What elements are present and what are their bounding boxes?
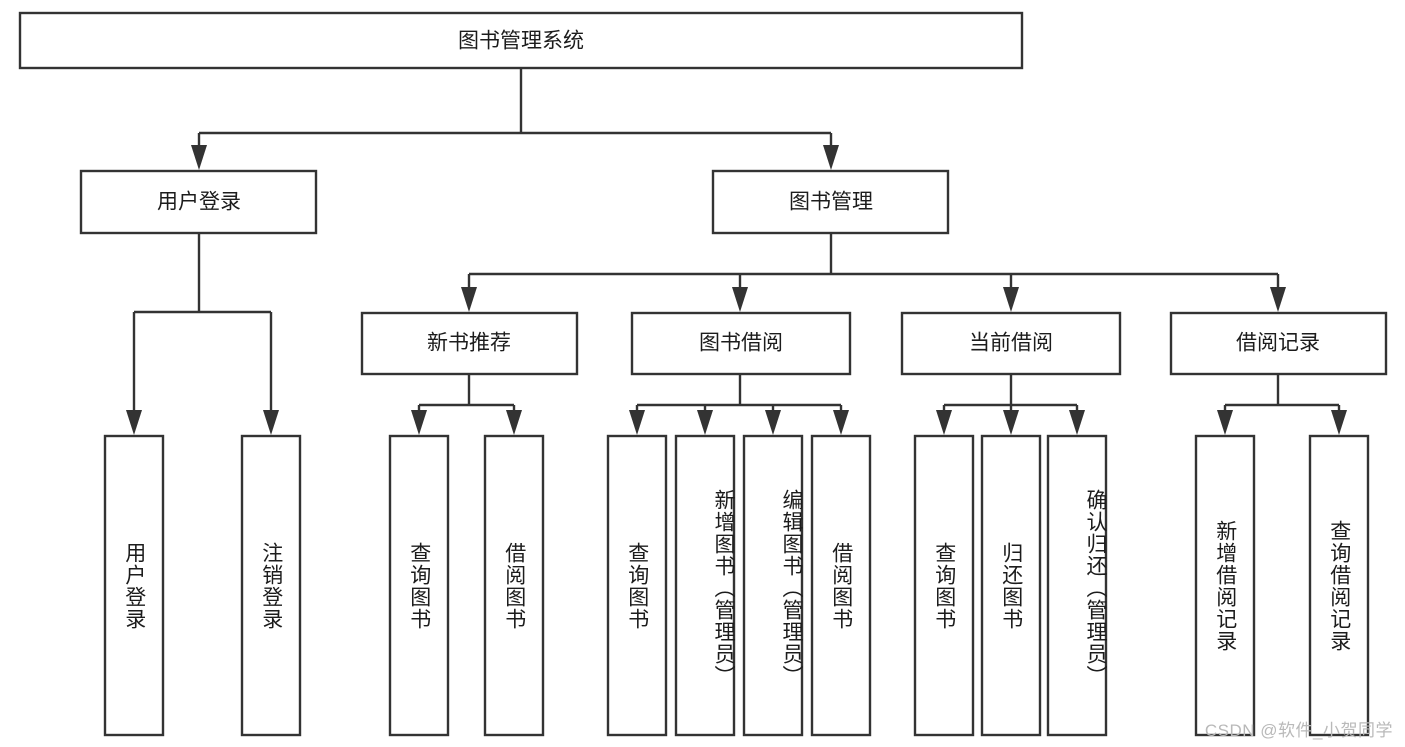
connector-current-borrow-to-leaves	[936, 374, 1085, 435]
connector-book-manage-to-level3	[461, 233, 1286, 312]
arrow-icon-cb-leaf2	[1003, 410, 1019, 435]
arrow-icon-br-leaf1	[1217, 410, 1233, 435]
node-root[interactable]: 图书管理系统	[18, 11, 1024, 70]
node-book-manage[interactable]: 图书管理	[711, 169, 950, 235]
node-borrow-record-label: 借阅记录	[1236, 332, 1320, 355]
node-new-book-recommend-label: 新书推荐	[427, 332, 511, 355]
arrow-icon-leaf-user-login	[126, 410, 142, 435]
arrow-icon-book-borrow	[732, 287, 748, 312]
node-user-login[interactable]: 用户登录	[79, 169, 318, 235]
node-current-borrow-box[interactable]	[900, 311, 1122, 376]
node-new-book-recommend-box[interactable]	[360, 311, 579, 376]
arrow-icon-bb-leaf3	[765, 410, 781, 435]
node-current-borrow-label: 当前借阅	[969, 332, 1053, 355]
arrow-icon-cb-leaf1	[936, 410, 952, 435]
node-user-login-label: 用户登录	[157, 191, 241, 214]
node-root-box[interactable]	[18, 11, 1024, 70]
arrow-icon-nb-leaf2	[506, 410, 522, 435]
node-book-borrow-box[interactable]	[630, 311, 852, 376]
arrow-icon-leaf-logout	[263, 410, 279, 435]
arrow-icon-current-borrow	[1003, 287, 1019, 312]
leaf-box-bb-add-book[interactable]	[674, 434, 736, 737]
node-borrow-record-box[interactable]	[1169, 311, 1388, 376]
leaf-box-bb-borrow-book[interactable]	[810, 434, 872, 737]
arrow-icon-bb-leaf1	[629, 410, 645, 435]
arrow-icon-br-leaf2	[1331, 410, 1347, 435]
connector-new-book-to-leaves	[411, 374, 522, 435]
leaf-box-logout[interactable]	[240, 434, 302, 737]
node-borrow-record[interactable]: 借阅记录	[1169, 311, 1388, 376]
leaf-box-bb-query-book[interactable]	[606, 434, 668, 737]
arrow-icon-borrow-record	[1270, 287, 1286, 312]
leaf-box-cb-query-book[interactable]	[913, 434, 975, 737]
connector-book-borrow-to-leaves	[629, 374, 849, 435]
leaf-box-br-query-record[interactable]	[1308, 434, 1370, 737]
leaf-box-cb-confirm-return[interactable]	[1046, 434, 1108, 737]
arrow-icon-nb-leaf1	[411, 410, 427, 435]
arrow-icon-user-login	[191, 145, 207, 170]
leaf-box-cb-return-book[interactable]	[980, 434, 1042, 737]
arrow-icon-cb-leaf3	[1069, 410, 1085, 435]
connector-user-login-to-leaves	[126, 233, 279, 435]
node-root-label: 图书管理系统	[458, 30, 584, 53]
connector-borrow-record-to-leaves	[1217, 374, 1347, 435]
arrow-icon-new-book	[461, 287, 477, 312]
leaf-box-nb-borrow-book[interactable]	[483, 434, 545, 737]
node-book-manage-box[interactable]	[711, 169, 950, 235]
leaf-box-nb-query-book[interactable]	[388, 434, 450, 737]
arrow-icon-bb-leaf4	[833, 410, 849, 435]
leaf-box-bb-edit-book[interactable]	[742, 434, 804, 737]
watermark-text: CSDN @软件_小贺同学	[1204, 721, 1393, 740]
node-book-borrow[interactable]: 图书借阅	[630, 311, 852, 376]
leaf-box-user-login[interactable]	[103, 434, 165, 737]
arrow-icon-bb-leaf2	[697, 410, 713, 435]
node-new-book-recommend[interactable]: 新书推荐	[360, 311, 579, 376]
leaf-box-br-add-record[interactable]	[1194, 434, 1256, 737]
connector-root-to-level2	[191, 68, 839, 170]
leaf-boxes	[103, 434, 1370, 737]
arrow-icon-book-manage	[823, 145, 839, 170]
node-book-borrow-label: 图书借阅	[699, 332, 783, 355]
node-book-manage-label: 图书管理	[789, 191, 873, 214]
node-user-login-box[interactable]	[79, 169, 318, 235]
node-current-borrow[interactable]: 当前借阅	[900, 311, 1122, 376]
